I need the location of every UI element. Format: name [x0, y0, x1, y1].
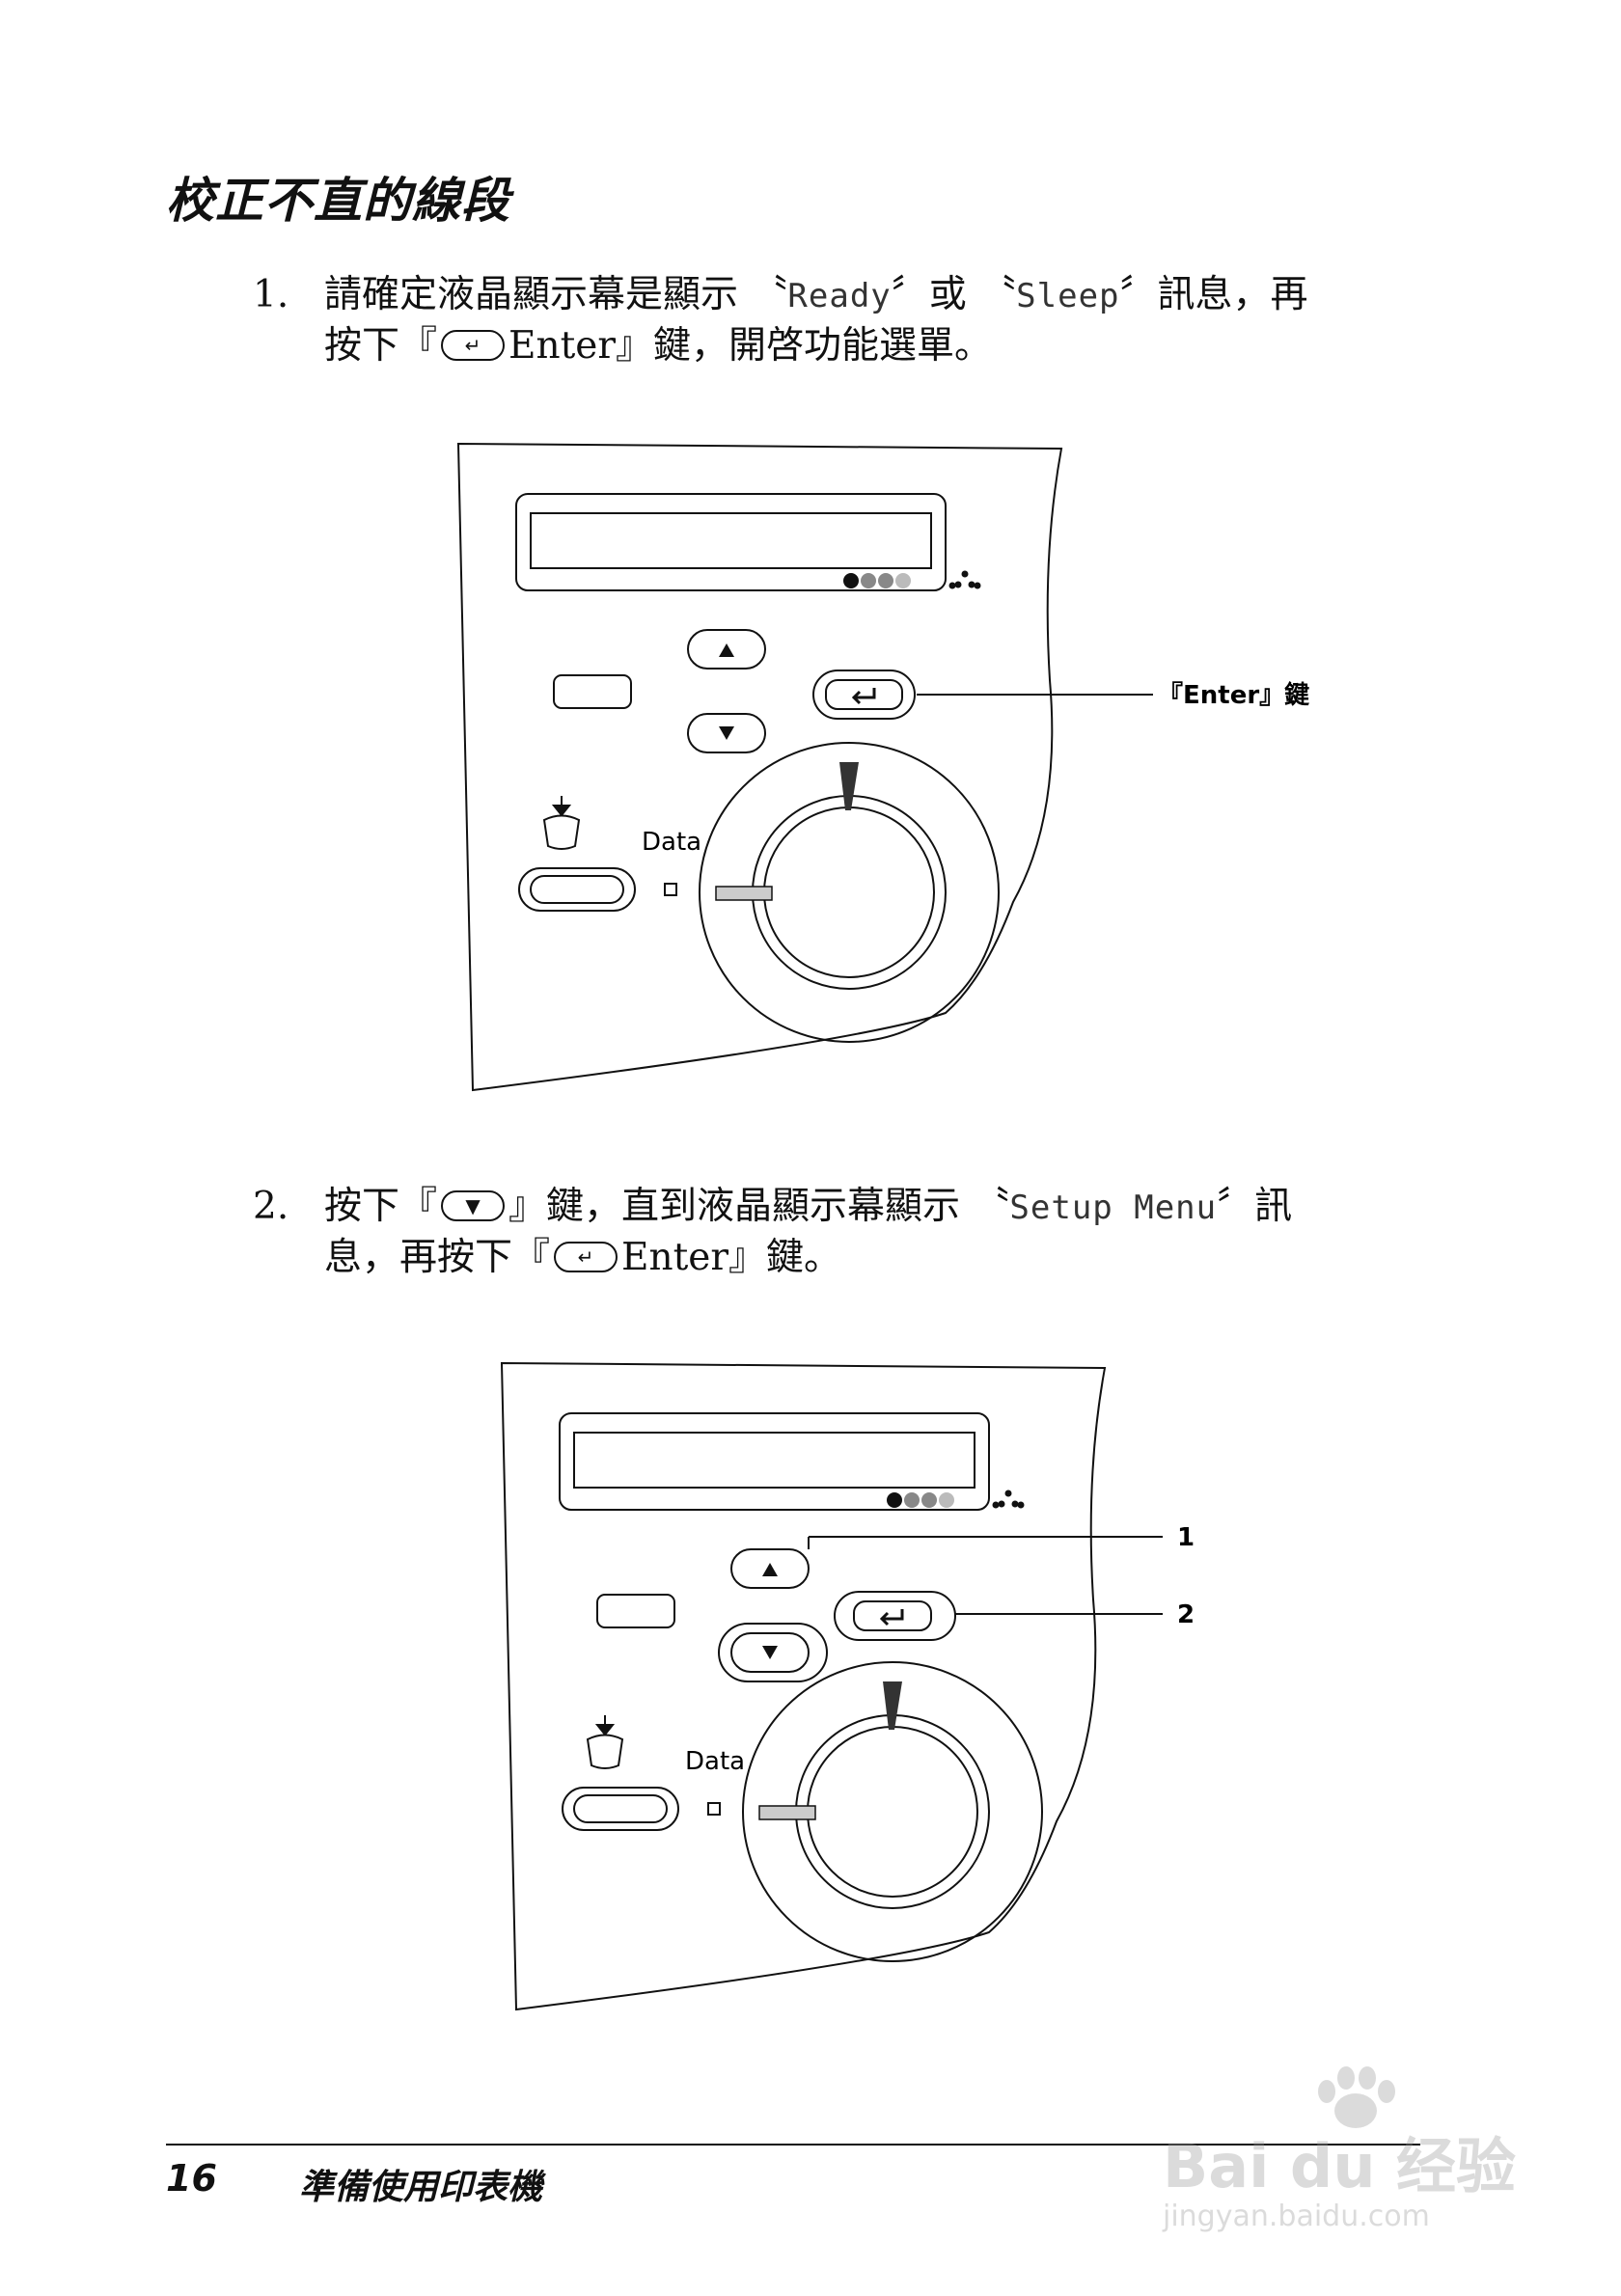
status-lights [843, 573, 911, 588]
down-triangle-icon [719, 726, 734, 740]
data-light [664, 883, 677, 896]
down-button [730, 1632, 810, 1673]
enter-key-label: Enter [621, 1236, 728, 1279]
step-text: 請確定液晶顯示幕是顯示 〝Ready〞或 〝Sleep〞訊息，再 按下『↵Ent… [324, 273, 1308, 368]
data-light [707, 1802, 721, 1816]
up-button [730, 1548, 810, 1589]
dial-left-marker [715, 886, 773, 901]
bin-arrow-icon [586, 1715, 624, 1769]
dial-left-marker [758, 1805, 816, 1820]
up-triangle-icon [762, 1563, 778, 1576]
dial-outer [742, 1661, 1043, 1962]
enter-arrow-icon [879, 1609, 904, 1626]
down-button-highlight [718, 1623, 828, 1682]
menu-button [553, 674, 632, 709]
footer-rule [166, 2144, 1420, 2146]
toner-dots-icon [948, 570, 981, 589]
panel-outline [456, 442, 1063, 1092]
enter-button [834, 1591, 956, 1641]
dial-inner [807, 1726, 978, 1898]
status-lights [887, 1492, 954, 1508]
enter-key-label: Enter [508, 324, 616, 368]
chapter-title: 準備使用印表機 [299, 2168, 543, 2207]
lcd-message-setup-menu: Setup Menu [1009, 1189, 1218, 1227]
down-triangle-icon: ▼ [441, 1190, 506, 1221]
baidu-watermark: Bai du 经验 jingyan.baidu.com [1153, 2064, 1558, 2257]
data-label: Data [685, 1747, 745, 1776]
dial-outer [699, 742, 1000, 1043]
control-panel-figure-2: 1 2 Data [487, 1358, 1356, 2024]
section-heading: 校正不直的線段 [166, 173, 510, 229]
up-triangle-icon [719, 643, 734, 657]
callout-1: 1 [1177, 1523, 1195, 1552]
lcd-screen [573, 1432, 975, 1489]
bin-arrow-icon [542, 796, 581, 850]
dial-top-marker [883, 1681, 902, 1730]
enter-arrow-icon: ↵ [554, 1242, 618, 1272]
dial-inner [763, 806, 935, 978]
data-label: Data [642, 828, 701, 857]
step-text: 按下『▼』鍵，直到液晶顯示幕顯示 〝Setup Menu〞訊 息，再按下『↵En… [324, 1185, 1293, 1279]
cancel-button [518, 867, 636, 912]
control-panel-figure-1: 『Enter』鍵 Data [444, 439, 1409, 1105]
lcd-message-ready: Ready [787, 277, 892, 315]
dial-top-marker [839, 762, 859, 810]
enter-callout: 『Enter』鍵 [1158, 680, 1309, 710]
lcd-frame [515, 493, 947, 591]
toner-dots-icon [992, 1490, 1025, 1509]
step-number: 1. [253, 273, 289, 316]
page-number: 16 [166, 2157, 217, 2200]
enter-arrow-icon [851, 688, 876, 705]
step-number: 2. [253, 1185, 289, 1228]
menu-button [596, 1594, 675, 1628]
down-button [687, 713, 766, 753]
lcd-frame [559, 1412, 990, 1511]
callout-2: 2 [1177, 1600, 1195, 1629]
up-button [687, 629, 766, 670]
lcd-screen [530, 512, 932, 569]
down-triangle-icon [762, 1646, 778, 1659]
paw-icon [1318, 2066, 1395, 2128]
enter-button [812, 670, 916, 720]
cancel-button [562, 1787, 679, 1831]
panel-outline [500, 1361, 1107, 2011]
enter-arrow-icon: ↵ [441, 330, 506, 361]
watermark-brand: Bai du 经验 [1163, 2131, 1517, 2201]
watermark-url: jingyan.baidu.com [1163, 2200, 1430, 2233]
lcd-message-sleep: Sleep [1016, 277, 1120, 315]
